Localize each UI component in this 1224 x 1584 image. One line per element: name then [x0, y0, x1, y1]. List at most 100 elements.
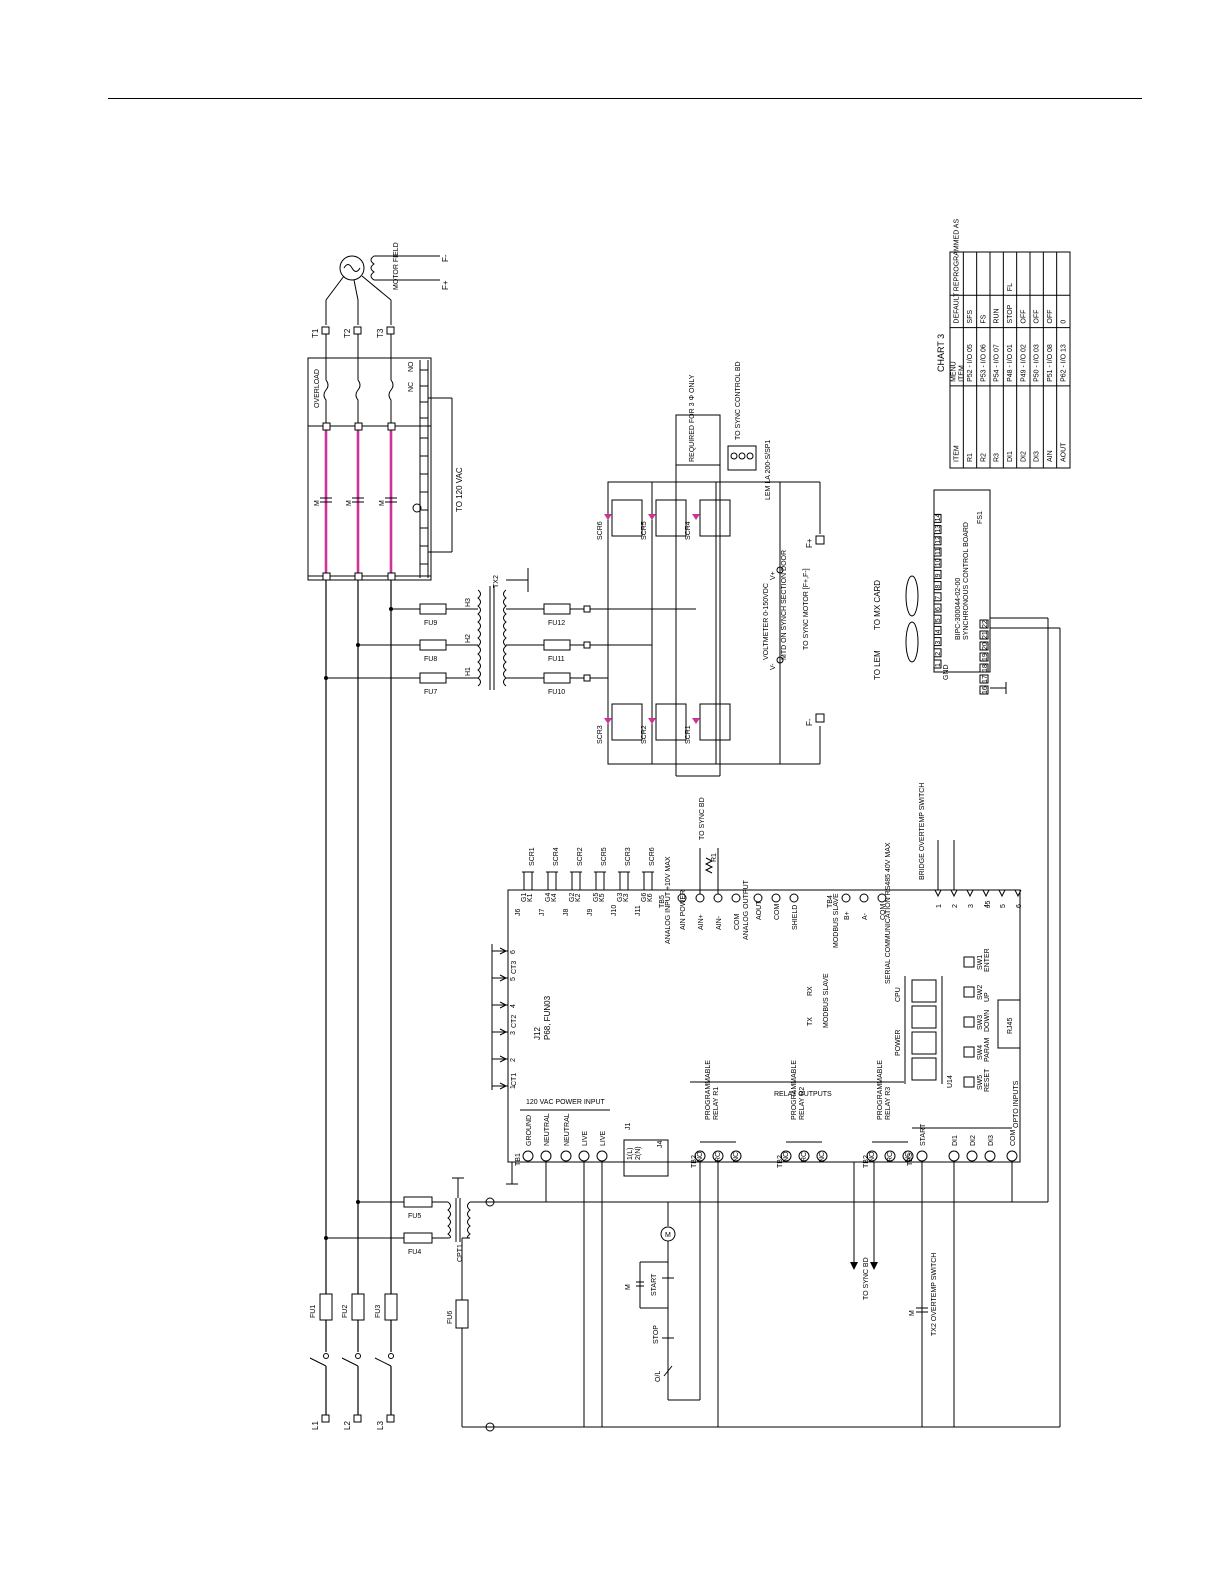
aux-nc-label: NC — [408, 382, 415, 392]
chart3-cell: P49 - I/O 02 — [1020, 344, 1027, 382]
fuse-label: FU9 — [424, 620, 437, 627]
line-terminal-l3 — [386, 1414, 395, 1423]
overload-contactor: OVERLOAD M M M — [307, 357, 464, 581]
keypad-button[interactable] — [963, 956, 975, 968]
sync-terminal — [979, 619, 989, 629]
ol-label: O/L — [655, 1371, 662, 1382]
sync-terminal — [979, 652, 989, 662]
bridge-overtemp-label: BRIDGE OVERTEMP SWITCH — [919, 783, 926, 880]
ct-pin-label: 4 — [510, 1004, 517, 1008]
relay-terminal — [712, 1150, 724, 1162]
scr-5: SCR5 — [641, 499, 687, 540]
fuse-label: FU1 — [310, 1305, 317, 1318]
j1-label: J1 — [625, 1123, 632, 1131]
scr-label: SCR1 — [685, 725, 692, 744]
button-label: ENTER — [984, 948, 991, 972]
tx2-label: TX2 — [493, 575, 500, 588]
start-button-label: START — [651, 1273, 658, 1296]
power-input-label: 120 VAC POWER INPUT — [526, 1099, 606, 1106]
motor-terminal-t2 — [353, 326, 362, 335]
voltmeter-mount: MTD ON SYNCH SECTION DOOR — [781, 550, 788, 660]
m-contact-label: M — [909, 1310, 916, 1316]
fuse-fu4 — [403, 1232, 433, 1244]
rj45-port[interactable] — [997, 999, 1021, 1049]
chart3-cell: DI1 — [1007, 451, 1014, 462]
keypad-button[interactable] — [963, 1076, 975, 1088]
contact-label-m: M — [314, 500, 321, 506]
sync-board-gnd: GND — [943, 664, 950, 680]
tap-label: H1 — [465, 667, 472, 676]
j4-label: J4 — [657, 1141, 664, 1149]
required-note-box — [675, 414, 721, 466]
display-label: U14 — [947, 1075, 954, 1088]
analog-output-note: ANALOG OUTPUT — [743, 879, 750, 940]
j5-pin-label: 4 — [984, 904, 991, 908]
chart3-cell: RUN — [994, 308, 1001, 323]
relay-label: RELAY R3 — [885, 1087, 892, 1120]
gate-pin-label: G4 — [545, 893, 552, 902]
tap-label: H3 — [465, 598, 472, 607]
cpt1-label: CPT1 — [457, 1244, 464, 1262]
fuse-label: FU7 — [424, 689, 437, 696]
tb3-terminal — [966, 1150, 978, 1162]
tb2-label: TB2 — [691, 1155, 698, 1168]
lem-cable-label: TO LEM — [873, 650, 882, 680]
overload-label: OVERLOAD — [314, 369, 321, 408]
meter-term: V- — [770, 663, 777, 670]
tb1-terminal — [560, 1150, 572, 1162]
sync-terminal-label: 7 — [935, 596, 942, 600]
sync-terminal-label: 19 — [982, 653, 989, 661]
aux-120vac-label: TO 120 VAC — [455, 467, 464, 512]
modbus-terminals: TB4 B+ A- COM MODBUS SLAVE SERIAL COMMUN… — [827, 842, 892, 984]
fuse-fu9 — [419, 603, 447, 615]
ct-label: CT1 — [511, 1073, 518, 1086]
scr-label: SCR3 — [597, 725, 604, 744]
sync-terminal — [933, 525, 942, 535]
motor-terminal-label: T3 — [376, 328, 385, 338]
tx2-secondary-winding — [503, 589, 507, 687]
chart3-header: DEFAULT — [954, 292, 961, 324]
modbus-note: MODBUS SLAVE — [833, 893, 840, 948]
tap-label: H2 — [465, 634, 472, 643]
keypad-button[interactable] — [963, 986, 975, 998]
tb2-label: TB2 — [777, 1155, 784, 1168]
tx2-overtemp-label: TX2 OVERTEMP SWITCH — [931, 1253, 938, 1336]
gate-pin-label: K5 — [599, 893, 606, 902]
lem-sensor: LEM LA 200-S/SP1 TO SYNC CONTROL BD — [727, 361, 772, 500]
header-rule — [108, 98, 1142, 99]
ct-label: CT3 — [511, 961, 518, 974]
motor-symbol — [339, 255, 365, 281]
j1-pin: 2(N) — [635, 1146, 642, 1160]
fuse-fu11 — [543, 639, 571, 651]
keypad-button[interactable] — [963, 1046, 975, 1058]
fuse-fu1 — [319, 1293, 333, 1321]
button-label: DOWN — [984, 1010, 991, 1032]
gate-pin-label: G2 — [569, 893, 576, 902]
sync-terminal-label: 4 — [935, 629, 942, 633]
sync-terminal-label: 5 — [935, 618, 942, 622]
relay-terminal-label: RC — [887, 1152, 894, 1162]
led-cpu: CPU — [895, 987, 902, 1002]
motor-field-coil — [370, 255, 375, 281]
field-terminal-minus — [815, 713, 825, 723]
fuse-label: FU8 — [424, 656, 437, 663]
chart3-header: ITEM — [954, 445, 961, 462]
tb3-terminal-label: DI2 — [970, 1135, 977, 1146]
chart3-header: ITEM — [959, 365, 966, 382]
line-label: L1 — [311, 1421, 320, 1430]
sync-terminal — [933, 614, 942, 624]
ct-pin-label: 6 — [510, 950, 517, 954]
serial-note: SERIAL COMMUNICATION RS485 40V MAX — [885, 842, 892, 984]
relay-terminal-label: NC — [905, 1152, 912, 1162]
chart3-cell: FS — [980, 314, 987, 323]
aux-contacts: NC NO TO 120 VAC — [408, 360, 464, 578]
fuse-label: FU12 — [548, 620, 565, 627]
ct-pin-label: 2 — [510, 1058, 517, 1062]
sync-terminal — [933, 581, 942, 591]
rj45-label: RJ45 — [1007, 1018, 1014, 1034]
keypad-button[interactable] — [963, 1016, 975, 1028]
fuse-fu3 — [384, 1293, 398, 1321]
